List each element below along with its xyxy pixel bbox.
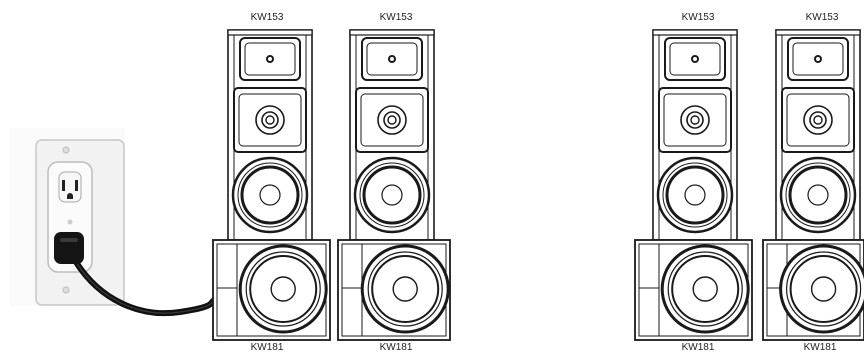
stack-3-bottom-label: KW181 — [682, 342, 715, 353]
stack-2-top-label: KW153 — [380, 12, 413, 23]
wall-outlet-icon — [10, 128, 125, 306]
kw153-speaker — [350, 30, 434, 240]
stack-1-top-label: KW153 — [251, 12, 284, 23]
kw153-speaker — [776, 30, 860, 240]
stack-3-top-label: KW153 — [682, 12, 715, 23]
stack-1-bottom-label: KW181 — [251, 342, 284, 353]
speaker-stacks — [213, 30, 864, 340]
kw181-subwoofer — [635, 240, 752, 340]
stack-4-bottom-label: KW181 — [804, 342, 837, 353]
stack-2-bottom-label: KW181 — [380, 342, 413, 353]
kw153-speaker — [228, 30, 312, 240]
kw181-subwoofer — [338, 240, 450, 340]
kw153-speaker — [653, 30, 737, 240]
kw181-subwoofer — [763, 240, 864, 340]
kw181-subwoofer — [213, 240, 330, 340]
stack-4-top-label: KW153 — [806, 12, 839, 23]
